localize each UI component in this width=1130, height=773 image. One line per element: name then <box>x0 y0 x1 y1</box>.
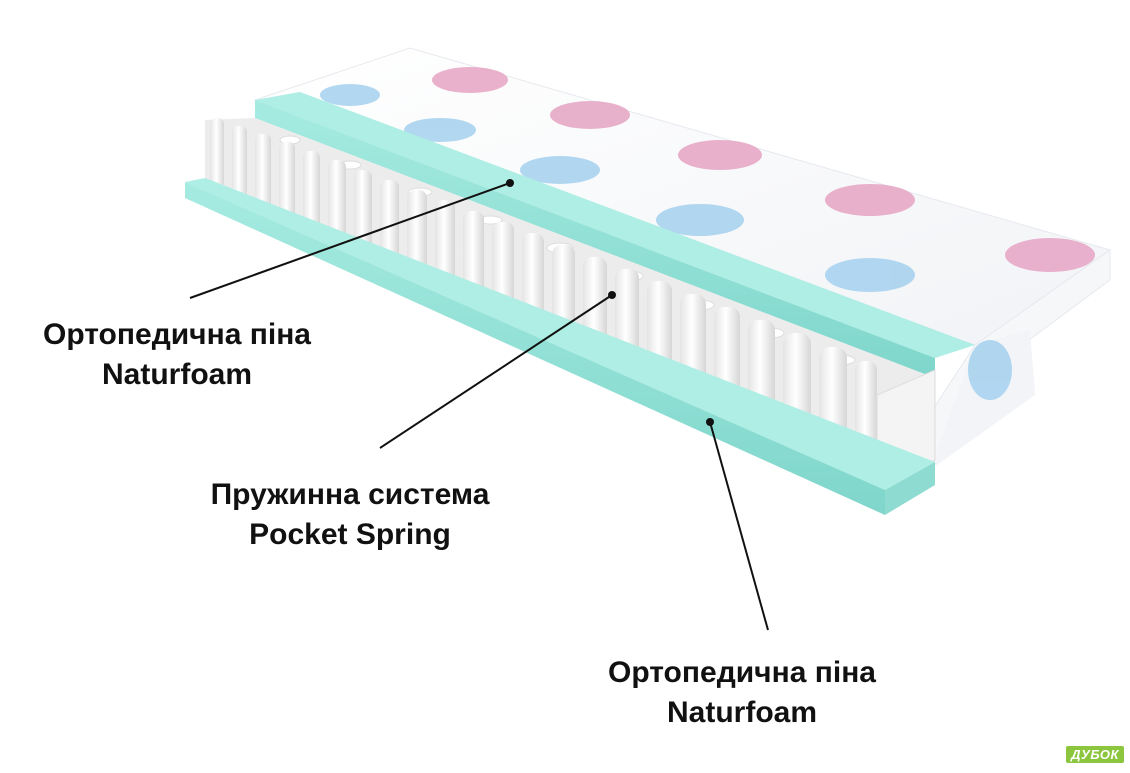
label-top-foam: Ортопедична піна Naturfoam <box>43 315 311 395</box>
label-springs: Пружинна система Pocket Spring <box>211 475 490 555</box>
bottom-foam-layer-front <box>185 182 885 515</box>
bottom-foam-layer-side <box>885 462 935 515</box>
bottom-foam-layer-top <box>185 178 935 490</box>
brand-logo: ДУБОК <box>1066 746 1124 763</box>
callout-line-bottom-foam <box>709 421 769 631</box>
top-foam-layer-front <box>255 100 935 378</box>
label-springs-line1: Пружинна система <box>210 478 490 511</box>
label-springs-line2: Pocket Spring <box>249 518 451 551</box>
callout-lines <box>189 179 769 631</box>
callout-line-top-foam <box>189 182 511 299</box>
label-top-foam-line1: Ортопедична піна <box>43 318 311 351</box>
cover-pattern <box>320 67 1095 400</box>
callout-dot-bottom-foam <box>706 418 714 426</box>
top-foam-layer-top <box>255 92 975 358</box>
label-bottom-foam-line1: Ортопедична піна <box>608 656 876 689</box>
label-top-foam-line2: Naturfoam <box>101 358 252 391</box>
callout-line-springs <box>379 294 613 449</box>
label-bottom-foam-line2: Naturfoam <box>666 696 817 729</box>
callout-dot-top-foam <box>506 179 514 187</box>
callout-dot-springs <box>608 291 616 299</box>
label-bottom-foam: Ортопедична піна Naturfoam <box>608 653 876 733</box>
